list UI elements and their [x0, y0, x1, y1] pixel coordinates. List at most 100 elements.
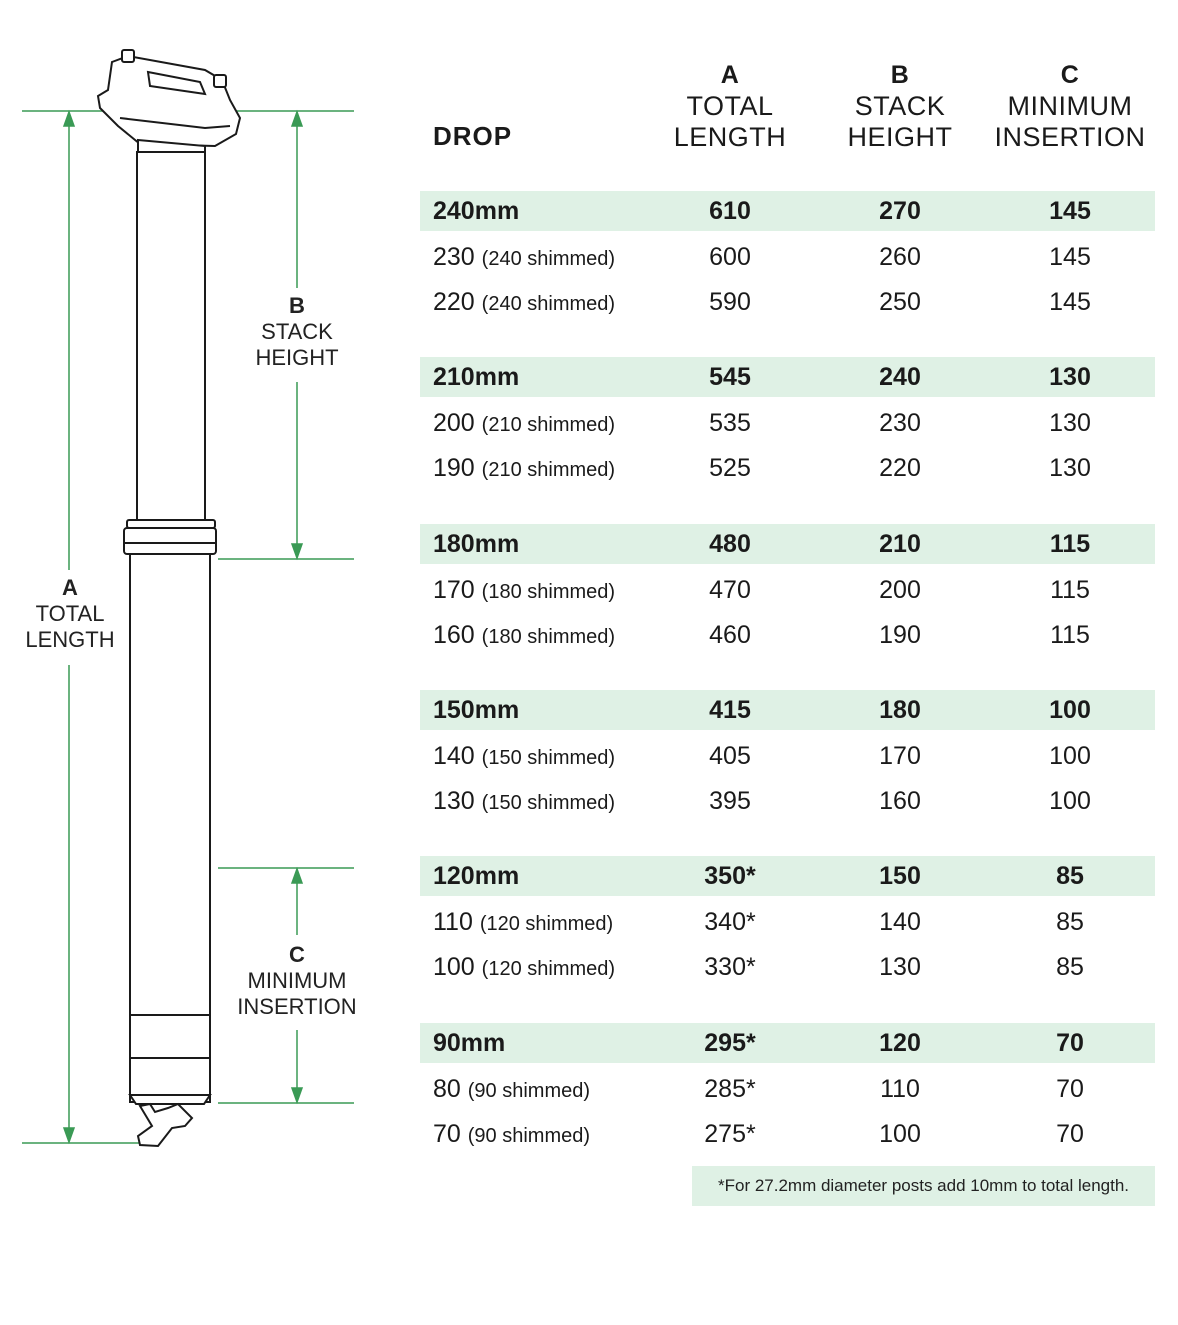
- shimmed-note: (210 shimmed): [481, 459, 616, 481]
- stack-height-line1: STACK: [261, 319, 333, 344]
- minimum-insertion-label: C MINIMUM INSERTION: [230, 942, 364, 1020]
- column-header-letter: A: [720, 61, 740, 89]
- shimmed-note: (120 shimmed): [479, 913, 614, 935]
- stack-height-cell: 200: [879, 576, 921, 604]
- drop-value: 190: [433, 454, 475, 482]
- cable-actuator: [136, 1102, 194, 1148]
- drop-value: 130: [433, 787, 475, 815]
- column-header-letter: B: [890, 61, 910, 89]
- drop-cell: 160 (180 shimmed): [433, 615, 615, 655]
- stack-height-cell: 150: [879, 862, 921, 890]
- shimmed-note: (180 shimmed): [481, 581, 616, 603]
- arrow-up-icon: [290, 866, 304, 884]
- drop-value: 150mm: [433, 696, 520, 724]
- minimum-insertion-cell: 115: [1049, 530, 1091, 558]
- column-header-letter: C: [1060, 61, 1080, 89]
- drop-cell: 140 (150 shimmed): [433, 736, 615, 776]
- lower-tube-cap: [128, 1094, 212, 1105]
- shimmed-note: (120 shimmed): [481, 958, 616, 980]
- stack-height-cell: 250: [879, 288, 921, 316]
- drop-cell: 150mm: [433, 690, 519, 730]
- stack-height-cell: 210: [879, 530, 921, 558]
- drop-column-header: DROP: [433, 121, 513, 151]
- column-header-line1: STACK: [854, 91, 946, 121]
- minimum-insertion-cell: 85: [1056, 862, 1084, 890]
- drop-cell: 110 (120 shimmed): [433, 902, 613, 942]
- shimmed-note: (180 shimmed): [481, 626, 616, 648]
- column-header-minimum-insertion: C MINIMUM INSERTION: [985, 60, 1155, 153]
- minimum-insertion-cell: 145: [1049, 197, 1091, 225]
- total-length-cell: 405: [709, 742, 751, 770]
- stack-height-cell: 140: [879, 908, 921, 936]
- drop-value: 240mm: [433, 197, 520, 225]
- column-header-stack-height: B STACK HEIGHT: [830, 60, 970, 153]
- clamp-bolt-right: [213, 74, 227, 88]
- total-length-line2: LENGTH: [25, 627, 115, 652]
- minimum-insertion-cell: 100: [1049, 696, 1091, 724]
- minimum-insertion-cell: 130: [1049, 363, 1091, 391]
- stack-height-cell: 100: [879, 1120, 921, 1148]
- drop-cell: 220 (240 shimmed): [433, 282, 615, 322]
- minimum-insertion-cell: 130: [1049, 454, 1091, 482]
- drop-cell: 190 (210 shimmed): [433, 448, 615, 488]
- post-collar-top: [126, 519, 216, 529]
- drop-value: 90mm: [433, 1029, 506, 1057]
- total-length-cell: 470: [709, 576, 751, 604]
- total-length-letter: A: [62, 575, 78, 600]
- column-header-line2: HEIGHT: [847, 122, 953, 152]
- total-length-cell: 600: [709, 243, 751, 271]
- total-length-cell: 350*: [704, 862, 756, 890]
- arrow-up-icon: [62, 109, 76, 127]
- drop-cell: 200 (210 shimmed): [433, 403, 615, 443]
- arrow-down-icon: [62, 1127, 76, 1145]
- clamp-lower-cradle: [119, 117, 231, 130]
- minimum-insertion-cell: 115: [1050, 621, 1090, 649]
- table-row-main: 240mm 610 270 145: [420, 191, 1155, 231]
- drop-value: 180mm: [433, 530, 520, 558]
- shimmed-note: (150 shimmed): [481, 792, 616, 814]
- drop-cell: 70 (90 shimmed): [433, 1114, 590, 1154]
- column-header-line2: INSERTION: [994, 122, 1146, 152]
- column-header-line1: MINIMUM: [1007, 91, 1133, 121]
- stack-height-cell: 190: [879, 621, 921, 649]
- stack-height-cell: 130: [879, 953, 921, 981]
- arrow-down-icon: [290, 543, 304, 561]
- total-length-cell: 340*: [704, 908, 756, 936]
- minimum-insertion-cell: 85: [1056, 953, 1084, 981]
- stack-height-letter: B: [289, 293, 305, 318]
- dimension-lines: [62, 109, 304, 1145]
- drop-cell: 130 (150 shimmed): [433, 781, 615, 821]
- stack-height-cell: 160: [879, 787, 921, 815]
- stack-height-cell: 270: [879, 197, 921, 225]
- clamp-bolt-left: [121, 49, 135, 63]
- seatpost-drawing: [96, 49, 242, 1148]
- total-length-cell: 295*: [704, 1029, 756, 1057]
- extension-lines: [22, 110, 354, 1144]
- minimum-insertion-cell: 85: [1056, 908, 1084, 936]
- shimmed-note: (240 shimmed): [481, 248, 616, 270]
- table-row: 110 (120 shimmed) 340* 140 85: [420, 902, 1155, 942]
- drop-value: 210mm: [433, 363, 520, 391]
- drop-value: 70: [433, 1120, 461, 1148]
- minimum-insertion-line2: INSERTION: [237, 994, 357, 1019]
- stack-height-cell: 170: [879, 742, 921, 770]
- total-length-cell: 395: [709, 787, 751, 815]
- shimmed-note: (210 shimmed): [481, 414, 616, 436]
- arrow-down-icon: [290, 1087, 304, 1105]
- total-length-cell: 480: [709, 530, 751, 558]
- minimum-insertion-cell: 70: [1056, 1029, 1084, 1057]
- drop-cell: 120mm: [433, 856, 519, 896]
- minimum-insertion-cell: 100: [1049, 742, 1091, 770]
- drop-value: 220: [433, 288, 475, 316]
- total-length-cell: 610: [709, 197, 751, 225]
- minimum-insertion-cell: 145: [1049, 243, 1091, 271]
